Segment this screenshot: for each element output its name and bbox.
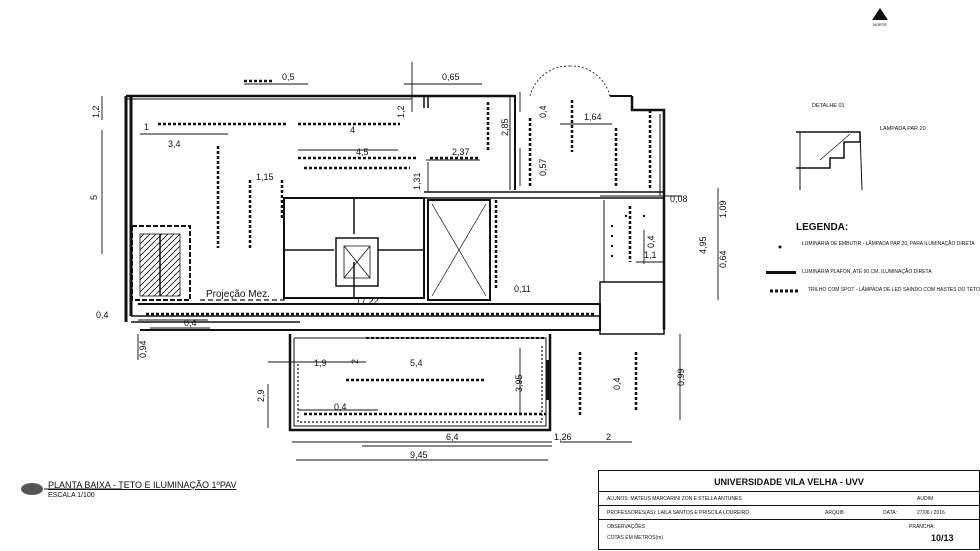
dim-1-31: 1,31 — [412, 172, 422, 190]
dim-0-11: 0,11 — [514, 284, 531, 294]
dim-1-09: 1,09 — [718, 200, 728, 218]
dim-1-2-left: 1,2 — [91, 105, 101, 118]
dim-3-95: 3,95 — [514, 374, 524, 392]
date-value: 27/06 / 2016 — [917, 510, 945, 516]
detail-lamp-label: LAMPADA PAR 20 — [880, 126, 926, 132]
lighting-tracks — [146, 79, 652, 416]
date-label: DATA: — [883, 510, 897, 516]
dim-0-4-lower: 0,4 — [612, 377, 622, 390]
dim-4-5: 4,5 — [356, 147, 369, 157]
plafon-light-icon — [766, 271, 796, 274]
sheet-number: 10/13 — [931, 533, 954, 543]
title-block: UNIVERSIDADE VILA VELHA - UVV ALUNOS: MA… — [598, 470, 980, 550]
dim-6-4: 6,4 — [446, 432, 459, 442]
observations-text: COTAS EM METROS(m) — [607, 535, 664, 541]
dimension-labels: 0,5 0,65 1,2 1,2 1 3,4 4 5 4,5 2,37 2,85… — [89, 72, 728, 460]
mezzanine-label: Projeção Mez. — [206, 289, 270, 300]
dim-2-9: 2,9 — [256, 389, 266, 402]
dim-3-4: 3,4 — [168, 139, 181, 149]
plan-title: PLANTA BAIXA - TETO E ILUMINAÇÃO 1ºPAV — [48, 480, 237, 490]
dim-0-08: 0,08 — [670, 194, 688, 204]
dim-1-26: 1,26 — [554, 432, 572, 442]
dim-1-64: 1,64 — [584, 112, 602, 122]
dim-0-5: 0,5 — [282, 72, 295, 82]
observations-label: OBSERVAÇÕES — [607, 524, 645, 530]
dim-1-1: 1,1 — [644, 250, 657, 260]
stair — [131, 225, 191, 301]
recessed-spots — [610, 214, 646, 258]
lower-block-walls — [288, 334, 552, 432]
mezzanine-projection — [200, 220, 285, 301]
north-label: NORTE — [873, 22, 887, 27]
entrance-door-icon — [529, 65, 611, 97]
dim-2-37: 2,37 — [452, 147, 470, 157]
university-name: UNIVERSIDADE VILA VELHA - UVV — [714, 477, 864, 487]
dim-0-64: 0,64 — [718, 250, 728, 268]
dimension-lines — [101, 62, 719, 461]
dim-4: 4 — [350, 125, 355, 135]
dim-1-9: 1,9 — [314, 358, 327, 368]
dim-0-65: 0,65 — [442, 72, 460, 82]
recessed-light-icon — [778, 245, 782, 249]
north-arrow-icon: NORTE — [872, 8, 888, 27]
detail-title: DETALHE 01 — [812, 103, 845, 109]
sheet-label: PRANCHA: — [909, 524, 935, 530]
course-label: ARQUI8 — [825, 510, 844, 516]
dim-9-45: 9,45 — [410, 450, 428, 460]
legend-item-3: TRILHO COM SPOT - LÂMPADA DE LED SAINDO … — [808, 286, 980, 293]
legend: LEGENDA: LUMINÁRIA DE EMBUTIR - LÂMPADA … — [766, 222, 980, 293]
dim-1: 1 — [144, 122, 149, 132]
central-core — [283, 197, 491, 301]
dim-1-2-top: 1,2 — [396, 105, 406, 118]
building-walls — [124, 94, 666, 335]
dim-5-4: 5,4 — [410, 358, 423, 368]
dim-0-99: 0,99 — [676, 368, 686, 386]
dim-0-4-mid: 0,4 — [184, 318, 197, 328]
dim-2-b: 2 — [606, 432, 611, 442]
dim-2-a: 2 — [350, 359, 360, 364]
class-label: AUDIM — [917, 496, 934, 502]
legend-title: LEGENDA: — [796, 222, 848, 233]
dim-17-22: 17,22 — [356, 296, 379, 306]
dim-5: 5 — [89, 195, 99, 200]
legend-item-1: LUMINÁRIA DE EMBUTIR - LÂMPADA PAR 20, P… — [802, 240, 975, 247]
students-line: ALUNOS: MATEUS MARCARINI ZON E STELLA AN… — [607, 496, 742, 502]
professors-line: PROFESSORES(AS): LAILA SANTOS E PRISCILA… — [607, 510, 750, 516]
dim-1-15: 1,15 — [256, 172, 274, 182]
dim-2-85: 2,85 — [500, 118, 510, 136]
dim-0-57: 0,57 — [538, 158, 548, 176]
dim-0-94: 0,94 — [138, 340, 148, 358]
dim-0-4-door: 0,4 — [538, 105, 548, 118]
plan-scale: ESCALA 1/100 — [48, 492, 95, 499]
dim-0-4-bottom: 0,4 — [334, 402, 347, 412]
plan-title-marker — [21, 483, 43, 495]
dim-0-4-left: 0,4 — [96, 310, 109, 320]
detail-01: DETALHE 01 LAMPADA PAR 20 — [796, 103, 926, 191]
dim-4-95: 4,95 — [698, 236, 708, 254]
legend-item-2: LUMINÁRIA PLAFON, ATÉ 90 CM, ILUMINAÇÃO … — [802, 268, 932, 275]
dim-0-4-right: 0,4 — [646, 235, 656, 248]
